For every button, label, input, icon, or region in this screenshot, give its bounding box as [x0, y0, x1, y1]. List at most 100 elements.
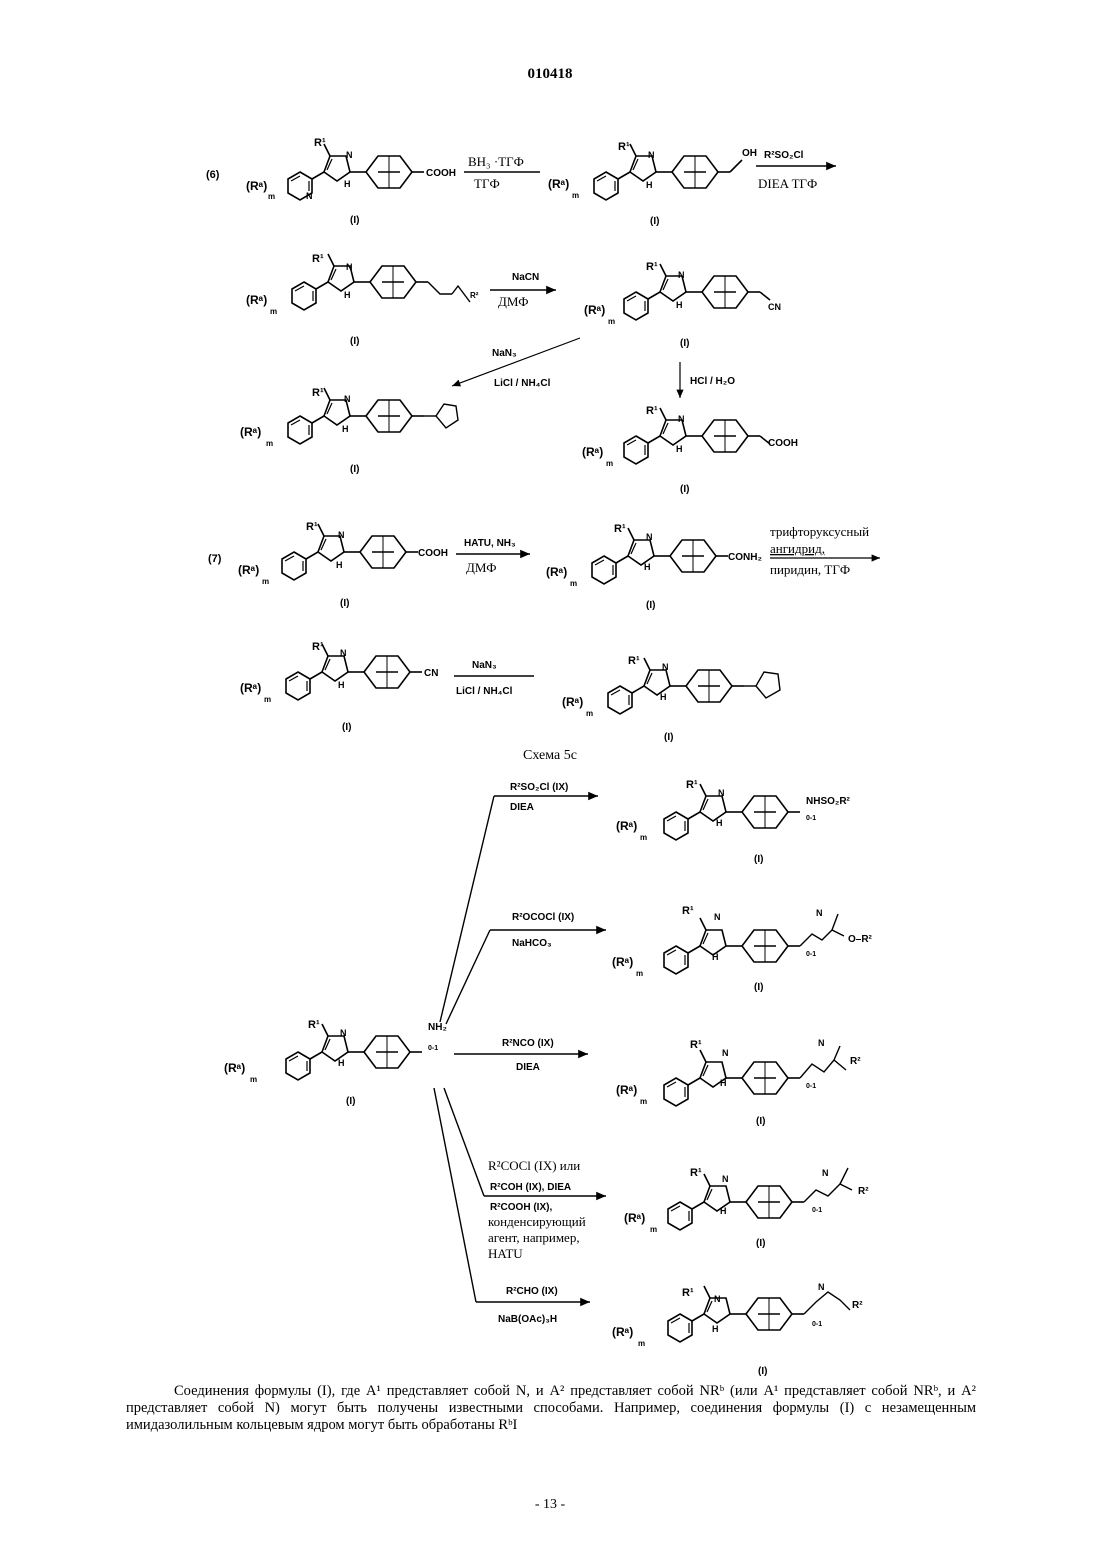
svg-text:R¹: R¹: [312, 387, 324, 399]
svg-text:(I): (I): [756, 1116, 765, 1127]
svg-text:N: N: [818, 1282, 825, 1292]
molecule-7a: [282, 524, 418, 580]
svg-text:0-1: 0-1: [806, 815, 816, 822]
svg-text:DIEA: DIEA: [510, 802, 534, 813]
svg-text:m: m: [638, 1339, 645, 1348]
svg-text:(Rᵃ): (Rᵃ): [224, 1061, 245, 1075]
svg-text:R²OCOCl (IX): R²OCOCl (IX): [512, 912, 574, 923]
svg-text:(Rᵃ): (Rᵃ): [546, 565, 567, 579]
svg-text:N: N: [714, 1294, 721, 1304]
svg-text:(Rᵃ): (Rᵃ): [240, 681, 261, 695]
svg-text:(I): (I): [346, 1096, 355, 1107]
svg-text:(I): (I): [342, 722, 351, 733]
svg-text:N: N: [816, 908, 823, 918]
svg-text:(I): (I): [754, 982, 763, 993]
substituent-cn: CN: [768, 302, 781, 312]
svg-text:H: H: [720, 1206, 727, 1216]
svg-text:m: m: [640, 1097, 647, 1106]
svg-text:m: m: [640, 833, 647, 842]
svg-text:R¹: R¹: [690, 1039, 702, 1051]
svg-text:H: H: [716, 818, 723, 828]
svg-text:(I): (I): [664, 732, 673, 743]
svg-text:N: N: [714, 912, 721, 922]
svg-text:NaB(OAc)₃H: NaB(OAc)₃H: [498, 1314, 557, 1325]
svg-text:(Rᵃ): (Rᵃ): [584, 303, 605, 317]
svg-text:N: N: [678, 270, 685, 280]
molecule-7b: [592, 528, 728, 584]
svg-text:NaN₃: NaN₃: [472, 660, 497, 671]
svg-text:0-1: 0-1: [806, 1083, 816, 1090]
reaction-schemes: (6) R¹ (Rᵃ) m N N H COOH (I) BH₃ ·ТГФ ТГ…: [0, 0, 1100, 1380]
svg-text:N: N: [344, 394, 351, 404]
svg-text:N: N: [818, 1038, 825, 1048]
svg-text:N: N: [306, 191, 313, 201]
svg-text:R¹: R¹: [682, 1287, 694, 1299]
svg-text:R¹: R¹: [308, 1019, 320, 1031]
svg-text:ДМФ: ДМФ: [498, 294, 529, 309]
svg-text:пиридин, ТГФ: пиридин, ТГФ: [770, 562, 850, 577]
svg-text:R²COOH (IX),: R²COOH (IX),: [490, 1202, 552, 1213]
svg-text:(Rᵃ): (Rᵃ): [238, 563, 259, 577]
svg-text:R¹: R¹: [306, 521, 318, 533]
svg-text:(Rᵃ): (Rᵃ): [624, 1211, 645, 1225]
svg-text:R¹: R¹: [682, 905, 694, 917]
sulfonate-r2: R²: [470, 291, 479, 300]
svg-text:(Rᵃ): (Rᵃ): [612, 955, 633, 969]
svg-text:N: N: [346, 262, 353, 272]
svg-text:O–R²: O–R²: [848, 934, 873, 945]
svg-text:(I): (I): [350, 336, 359, 347]
svg-text:R¹: R¹: [646, 405, 658, 417]
svg-text:(I): (I): [650, 216, 659, 227]
svg-text:H: H: [712, 952, 719, 962]
svg-text:m: m: [608, 317, 615, 326]
svg-text:H: H: [344, 179, 351, 189]
svg-text:NaN₃: NaN₃: [492, 348, 517, 359]
ra-label: (Rᵃ): [246, 179, 267, 193]
product-amide: [668, 1174, 804, 1230]
svg-text:(I): (I): [680, 338, 689, 349]
paragraph-text: Соединения формулы (I), где A¹ представл…: [126, 1383, 976, 1434]
svg-text:R¹: R¹: [690, 1167, 702, 1179]
svg-text:R²: R²: [858, 1186, 869, 1197]
svg-text:m: m: [570, 579, 577, 588]
svg-text:N: N: [340, 1028, 347, 1038]
svg-text:R¹: R¹: [312, 641, 324, 653]
substituent-cooh: COOH: [426, 168, 456, 179]
svg-text:0-1: 0-1: [812, 1207, 822, 1214]
svg-text:R²NCO (IX): R²NCO (IX): [502, 1038, 554, 1049]
svg-text:N: N: [662, 662, 669, 672]
scheme-6-number: (6): [206, 169, 220, 181]
svg-text:(Rᵃ): (Rᵃ): [616, 819, 637, 833]
svg-text:BH₃ ·ТГФ: BH₃ ·ТГФ: [468, 154, 524, 169]
product-sulfonamide: [664, 784, 800, 840]
svg-text:N: N: [718, 788, 725, 798]
svg-text:N: N: [678, 414, 685, 424]
svg-text:H: H: [712, 1324, 719, 1334]
svg-text:(I): (I): [646, 600, 655, 611]
product-carbamate: [664, 918, 800, 974]
svg-text:0-1: 0-1: [428, 1045, 438, 1052]
svg-text:ТГФ: ТГФ: [474, 176, 500, 191]
svg-text:LiCl / NH₄Cl: LiCl / NH₄Cl: [456, 686, 513, 697]
svg-text:N: N: [346, 150, 353, 160]
svg-text:R¹: R¹: [312, 253, 324, 265]
svg-text:(I): (I): [758, 1366, 767, 1377]
svg-text:H: H: [336, 560, 343, 570]
svg-text:N: N: [338, 530, 345, 540]
molecule-5c-amine: [286, 1024, 422, 1080]
svg-text:R¹: R¹: [686, 779, 698, 791]
body-paragraph: Соединения формулы (I), где A¹ представл…: [126, 1383, 976, 1434]
svg-text:HCl / H₂O: HCl / H₂O: [690, 376, 735, 387]
svg-text:агент, например,: агент, например,: [488, 1230, 580, 1245]
svg-text:N: N: [822, 1168, 829, 1178]
svg-text:DIEA ТГФ: DIEA ТГФ: [758, 176, 817, 191]
svg-text:(Rᵃ): (Rᵃ): [612, 1325, 633, 1339]
svg-text:ДМФ: ДМФ: [466, 560, 497, 575]
substituent-oh: OH: [742, 148, 757, 159]
svg-text:m: m: [650, 1225, 657, 1234]
substituent-nh2: NH₂: [428, 1022, 447, 1033]
svg-text:R¹: R¹: [614, 523, 626, 535]
svg-text:N: N: [648, 150, 655, 160]
svg-text:NaHCO₃: NaHCO₃: [512, 938, 552, 949]
svg-text:H: H: [342, 424, 349, 434]
